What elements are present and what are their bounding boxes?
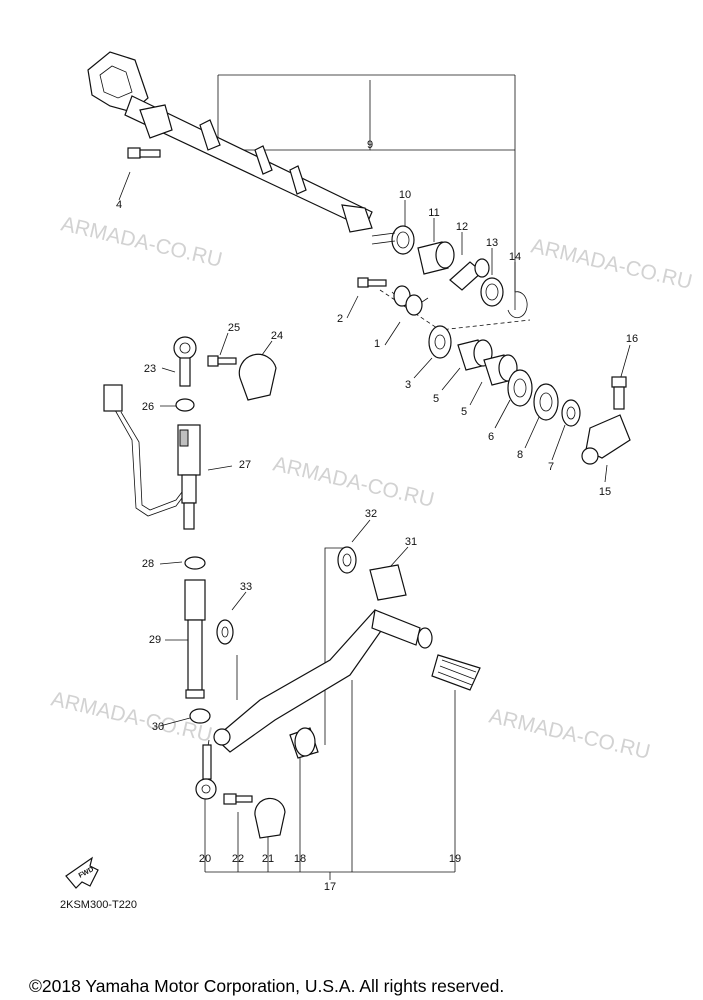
lower-rod-end-group xyxy=(195,744,286,839)
callout: 28 xyxy=(142,558,154,570)
callout: 17 xyxy=(324,881,336,893)
watermark: ARMADA-CO.RU xyxy=(271,452,436,511)
diagram-code: 2KSM300-T220 xyxy=(60,899,137,911)
callout: 1 xyxy=(374,338,380,350)
callout: 19 xyxy=(449,853,461,865)
callout: 9 xyxy=(367,139,373,151)
fwd-arrow-icon: FWD xyxy=(65,856,99,889)
callout: 14 xyxy=(509,251,521,263)
callout: 30 xyxy=(152,721,164,733)
bolt-4 xyxy=(127,147,161,159)
callout: 5 xyxy=(433,393,439,405)
callout: 13 xyxy=(486,237,498,249)
callout: 29 xyxy=(149,634,161,646)
callout: 26 xyxy=(142,401,154,413)
callout: 33 xyxy=(240,581,252,593)
callout: 12 xyxy=(456,221,468,233)
callout: 4 xyxy=(116,199,122,211)
callout: 24 xyxy=(271,330,283,342)
callout: 23 xyxy=(144,363,156,375)
callout: 20 xyxy=(199,853,211,865)
shift-rod xyxy=(184,556,234,724)
callout: 5 xyxy=(461,406,467,418)
callout: 32 xyxy=(365,508,377,520)
callout: 15 xyxy=(599,486,611,498)
callout: 3 xyxy=(405,379,411,391)
callout: 18 xyxy=(294,853,306,865)
shift-sensor-27 xyxy=(103,384,201,530)
callout: 11 xyxy=(428,207,439,219)
bearing-stack xyxy=(428,325,581,427)
copyright-notice: ©2018 Yamaha Motor Corporation, U.S.A. A… xyxy=(29,976,504,996)
callout: 16 xyxy=(626,333,638,345)
callout: 8 xyxy=(517,449,523,461)
callout: 10 xyxy=(399,189,411,201)
callout: 7 xyxy=(548,461,554,473)
upper-small-parts xyxy=(357,225,528,319)
callout: 31 xyxy=(405,536,417,548)
callout-labels: 1 2 3 4 5 5 6 7 8 9 10 11 12 13 14 15 16… xyxy=(116,139,638,893)
shift-shaft xyxy=(87,51,373,233)
watermark: ARMADA-CO.RU xyxy=(59,212,224,271)
watermark: ARMADA-CO.RU xyxy=(487,704,652,763)
callout: 27 xyxy=(239,459,251,471)
callout: 6 xyxy=(488,431,494,443)
callout: 2 xyxy=(337,313,343,325)
shift-arm-15-16 xyxy=(581,376,631,465)
callout: 22 xyxy=(232,853,244,865)
watermarks: ARMADA-CO.RU ARMADA-CO.RU ARMADA-CO.RU A… xyxy=(49,212,694,763)
callout: 21 xyxy=(262,853,274,865)
rod-end-group xyxy=(173,336,277,412)
callout: 25 xyxy=(228,322,240,334)
watermark: ARMADA-CO.RU xyxy=(529,234,694,293)
shift-pedal xyxy=(213,546,481,759)
